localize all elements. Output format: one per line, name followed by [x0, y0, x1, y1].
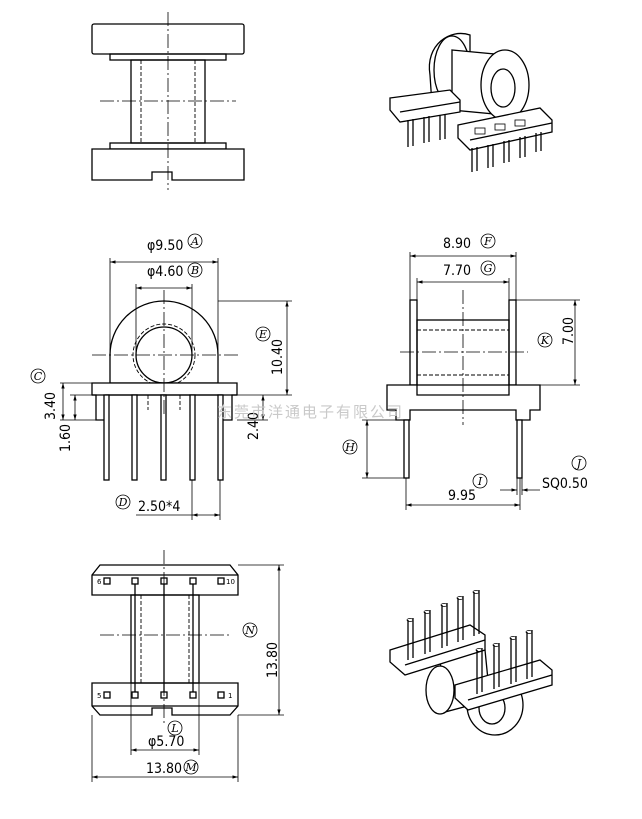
pin-number-1: 1: [228, 692, 232, 700]
pin-number-10: 10: [226, 578, 235, 586]
dim-b-text: φ4.60: [147, 264, 183, 280]
side-right-flange: [508, 299, 517, 386]
dim-g-text: 7.70: [443, 263, 471, 279]
svg-text:H: H: [344, 441, 355, 454]
dim-k-text: 7.00: [561, 317, 577, 345]
bottom-view: [91, 550, 284, 782]
svg-text:A: A: [190, 235, 199, 248]
label-h: H: [342, 439, 358, 455]
svg-text:F: F: [483, 235, 492, 248]
dim-e2-text: 2.40: [246, 412, 262, 440]
label-g: G: [480, 260, 496, 276]
dim-e-text: 10.40: [270, 339, 286, 375]
label-m: M: [183, 759, 199, 775]
label-l: L: [167, 720, 183, 736]
top-view: [91, 12, 245, 190]
label-c: C: [30, 368, 46, 384]
svg-text:G: G: [484, 262, 493, 275]
isometric-view-top: [389, 32, 553, 172]
svg-text:C: C: [34, 370, 43, 383]
side-view: [362, 252, 580, 510]
side-left-flange: [409, 299, 418, 386]
label-a: A: [187, 233, 203, 249]
svg-text:L: L: [170, 722, 178, 735]
dim-a-text: φ9.50: [147, 238, 183, 254]
dim-j-text: SQ0.50: [542, 476, 588, 492]
label-e: E: [255, 326, 271, 342]
dim-c2-text: 1.60: [58, 424, 74, 452]
dim-n-text: 13.80: [265, 642, 281, 678]
dim-d-text: 2.50*4: [138, 499, 180, 515]
label-n: N: [242, 622, 258, 638]
watermark-text: 东莞市洋通电子有限公司: [217, 403, 404, 421]
svg-text:B: B: [190, 264, 199, 277]
label-f: F: [480, 233, 496, 249]
circled-labels: A B C D E F G K H I J N L M: [30, 233, 587, 775]
dimension-texts: φ9.50 φ4.60 10.40 2.40 3.40 1.60 2.50*4 …: [43, 236, 588, 777]
svg-text:K: K: [540, 334, 550, 347]
label-b: B: [187, 262, 203, 278]
pin-number-5: 5: [97, 692, 101, 700]
dim-m-text: 13.80: [146, 761, 182, 777]
svg-text:I: I: [477, 475, 483, 488]
dim-l-text: φ5.70: [148, 734, 184, 750]
svg-text:J: J: [575, 457, 582, 470]
svg-text:N: N: [244, 624, 255, 637]
label-d: D: [115, 494, 131, 510]
svg-text:M: M: [184, 761, 197, 774]
front-view: [60, 258, 292, 520]
svg-text:E: E: [258, 328, 267, 341]
isometric-view-bottom: [389, 590, 553, 736]
top-flange-lower: [91, 148, 245, 181]
pin-numbers: 6 10 5 1: [97, 578, 235, 700]
dim-c-text: 3.40: [43, 392, 59, 420]
label-k: K: [537, 332, 553, 348]
svg-text:D: D: [118, 496, 128, 509]
label-i: I: [472, 473, 488, 489]
pin-number-6: 6: [97, 578, 102, 586]
dim-f-text: 8.90: [443, 236, 471, 252]
label-j: J: [571, 455, 587, 471]
dim-i-text: 9.95: [448, 488, 476, 504]
